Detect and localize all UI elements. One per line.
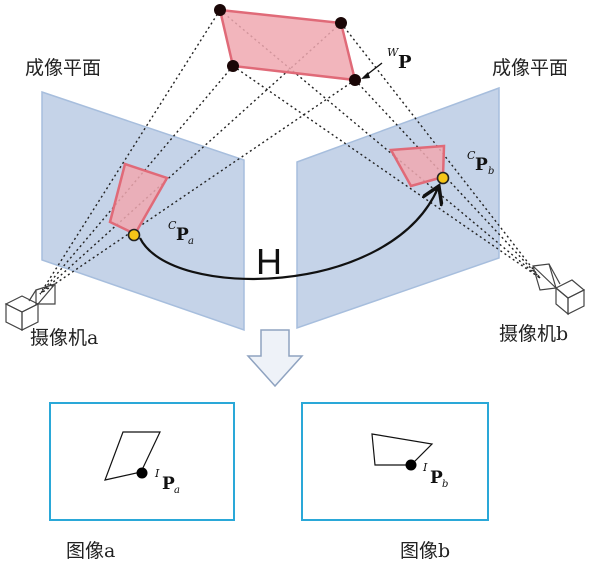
ipb-main: P <box>430 468 443 488</box>
point-cpb <box>436 171 450 185</box>
cpb-main: P <box>475 155 488 175</box>
world-corner-1 <box>214 4 226 16</box>
ipb-sub: b <box>442 479 448 490</box>
cpb-sub: b <box>488 166 494 177</box>
right-image-plane <box>296 86 500 330</box>
world-corner-4 <box>227 60 239 72</box>
point-cpa <box>127 228 141 242</box>
cpb-sup: C <box>467 149 476 162</box>
image-a-frame <box>49 402 235 521</box>
camera-b-icon <box>532 263 586 316</box>
world-point-sup: W <box>387 46 400 59</box>
homography-label: H <box>256 241 282 282</box>
image-b-frame <box>301 402 489 521</box>
image-b-label: 图像b <box>400 540 450 562</box>
world-corner-3 <box>349 74 361 86</box>
camera-b-label: 摄像机b <box>499 323 568 345</box>
cpa-main: P <box>176 225 189 245</box>
camera-a-label: 摄像机a <box>30 327 98 349</box>
down-arrow <box>246 329 304 388</box>
plane-label-right: 成像平面 <box>492 57 568 79</box>
world-point-label: P <box>398 52 412 73</box>
cpa-sup: C <box>168 219 177 232</box>
world-corner-2 <box>335 17 347 29</box>
cpa-sub: a <box>188 236 194 247</box>
ipa-sub: a <box>174 485 180 496</box>
image-b-point <box>405 459 417 471</box>
image-a-label: 图像a <box>66 540 115 562</box>
camera-a-icon <box>4 283 56 331</box>
world-plane-quad <box>218 8 357 82</box>
ipa-main: P <box>162 474 175 494</box>
plane-label-left: 成像平面 <box>25 57 101 79</box>
ipb-sup: I <box>422 461 428 474</box>
world-point-pointer-head <box>361 72 370 79</box>
homography-arrow <box>139 188 438 281</box>
ipa-sup: I <box>154 467 160 480</box>
image-a-point <box>136 467 148 479</box>
